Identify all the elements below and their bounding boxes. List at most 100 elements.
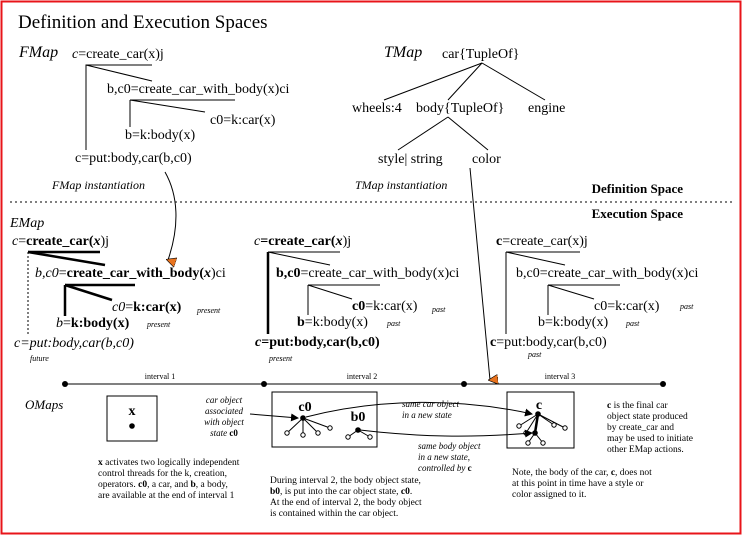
svg-text:controlled by c: controlled by c (418, 463, 472, 473)
fmap-node-create-car-with-body: b,c0=create_car_with_body(x)ci (107, 82, 290, 97)
emap1-tree: c=create_car(x)j b,c0=create_car_with_bo… (12, 234, 226, 363)
svg-text:at this point in time have a s: at this point in time have a style or (512, 479, 644, 489)
tmap-label: TMap (384, 44, 422, 61)
svg-text:operators. c0, a car, and b,: operators. c0, a car, and b, a body, (98, 480, 228, 490)
emap3-tree: c=create_car(x)j b,c0=create_car_with_bo… (490, 234, 699, 359)
omap-box-1: x (106, 395, 158, 442)
emap3-tag-past-2: past (625, 319, 640, 328)
same-body-object-annotation: same body object in a new state, control… (418, 441, 481, 473)
emap3-node-create-car-with-body: b,c0=create_car_with_body(x)ci (516, 266, 699, 281)
execution-space-label: Execution Space (592, 206, 684, 221)
emap1-node-k-body: b=k:body(x) (56, 316, 130, 331)
omap-box-3: c (506, 391, 575, 449)
omap-c-label: c (536, 398, 542, 413)
emap2-node-create-car-with-body: b,c0=create_car_with_body(x)ci (276, 266, 459, 281)
car-object-arrow (249, 413, 299, 422)
tmap-instantiation-arrow (469, 167, 490, 380)
timeline-tick-end (660, 381, 666, 387)
fmap-instantiation-label: FMap instantiation (51, 178, 145, 192)
emap3-node-k-body: b=k:body(x) (538, 315, 608, 330)
omap-c0-node (300, 415, 306, 421)
timeline: interval 1 interval 2 interval 3 (62, 372, 666, 387)
svg-text:are available at the end of in: are available at the end of interval 1 (98, 490, 235, 501)
emap1-node-create-car: c=create_car(x)j (12, 234, 109, 249)
emap1-node-put-body-car: c=put:body,car(b,c0) (14, 336, 134, 351)
emap2-edges (266, 251, 380, 334)
omap-c-body-node (532, 430, 538, 436)
svg-text:other EMap actions.: other EMap actions. (607, 445, 684, 455)
emap1-node-k-car: c0=k:car(x) (112, 300, 182, 315)
tmap-node-color: color (472, 152, 501, 167)
interval-3-label: interval 3 (545, 372, 575, 381)
fmap-node-put-body-car: c=put:body,car(b,c0) (75, 151, 192, 166)
note-final-car: c is the final car object state produced… (607, 400, 693, 455)
fmap-node-k-body: b=k:body(x) (125, 128, 195, 143)
timeline-tick-3 (461, 381, 467, 387)
svg-text:c is the final car: c is the final car (607, 400, 669, 411)
emap2-tag-present: present (268, 354, 293, 363)
tmap-node-wheels: wheels:4 (352, 101, 402, 116)
tmap-node-style: style| string (378, 152, 443, 167)
svg-text:x activates two logically inde: x activates two logically independent (98, 458, 240, 468)
emap1-tag-present-1: present (196, 306, 221, 315)
svg-text:Note, the body of the car, c,: Note, the body of the car, c, does not (512, 467, 652, 478)
timeline-tick-2 (261, 381, 267, 387)
omap-c0-tree (286, 417, 331, 435)
omap-x-node (129, 423, 135, 429)
svg-text:in a new state,: in a new state, (418, 452, 470, 462)
car-object-annotation: car object associated with object state … (204, 395, 244, 438)
svg-text:b0, is put into the car object: b0, is put into the car object state, c0… (270, 487, 412, 497)
emap2-node-create-car: c=create_car(x)j (254, 234, 351, 249)
fmap-instantiation-arrow (164, 171, 176, 260)
svg-text:state c0: state c0 (210, 428, 238, 438)
fmap-edges (85, 64, 235, 150)
svg-text:same car object: same car object (402, 399, 459, 409)
svg-text:may be used to initiate: may be used to initiate (607, 434, 693, 444)
tmap-instantiation-label: TMap instantiation (355, 178, 447, 192)
svg-text:color assigned to it.: color assigned to it. (512, 490, 586, 500)
emap1-node-create-car-with-body: b,c0=create_car_with_body(x)ci (35, 266, 226, 281)
timeline-tick-start (62, 381, 68, 387)
emap2-node-k-body: b=k:body(x) (297, 315, 368, 330)
emap3-node-put-body-car: c=put:body,car(b,c0) (490, 335, 607, 350)
emap2-tree: c=create_car(x)j b,c0=create_car_with_bo… (254, 234, 459, 363)
definition-space-label: Definition Space (592, 181, 684, 196)
svg-text:During interval 2, the body ob: During interval 2, the body object state… (270, 476, 421, 486)
tmap-node-engine: engine (528, 101, 565, 116)
svg-text:car object: car object (206, 395, 243, 405)
omap-b0-label: b0 (351, 410, 366, 425)
emap1-tag-future: future (30, 354, 49, 363)
svg-text:associated: associated (205, 406, 243, 416)
emap3-edges (505, 251, 620, 334)
svg-text:same body object: same body object (418, 441, 481, 451)
note-interval-2: During interval 2, the body object state… (270, 476, 422, 519)
note-body-no-style: Note, the body of the car, c, does not a… (512, 467, 652, 500)
emap2-node-k-car: c0=k:car(x) (352, 299, 418, 314)
tmap-tree: car{TupleOf} wheels:4 body{TupleOf} engi… (352, 47, 565, 167)
svg-text:in a new state: in a new state (402, 410, 452, 420)
same-body-object-arrow (359, 429, 533, 438)
diagram-title: Definition and Execution Spaces (18, 12, 268, 33)
tmap-node-car: car{TupleOf} (442, 47, 519, 62)
svg-text:with object: with object (204, 417, 244, 427)
svg-text:object state produced: object state produced (607, 412, 688, 422)
omap-c-node (535, 411, 541, 417)
emap2-tag-past-2: past (386, 319, 401, 328)
emap3-tag-past-3: past (527, 350, 542, 359)
emap1-edges (27, 250, 135, 334)
fmap-node-create-car: c=create_car(x)j (72, 47, 164, 62)
fmap-tree: c=create_car(x)j b,c0=create_car_with_bo… (72, 47, 290, 166)
svg-text:control threads for the k, cre: control threads for the k, creation, (98, 468, 227, 479)
fmap-label: FMap (18, 44, 58, 61)
omap-b0-node (355, 427, 361, 433)
omap-x-label: x (129, 404, 136, 419)
emap3-tag-past-1: past (679, 302, 694, 311)
tmap-node-body: body{TupleOf} (416, 101, 504, 116)
emap2-tag-past-1: past (431, 305, 446, 314)
same-car-object-annotation: same car object in a new state (402, 399, 459, 420)
interval-1-label: interval 1 (145, 372, 175, 381)
interval-2-label: interval 2 (347, 372, 377, 381)
svg-text:is contained within the car ob: is contained within the car object. (270, 509, 398, 519)
fmap-node-k-car: c0=k:car(x) (210, 113, 276, 128)
omap-box-2: c0 b0 (271, 391, 378, 448)
